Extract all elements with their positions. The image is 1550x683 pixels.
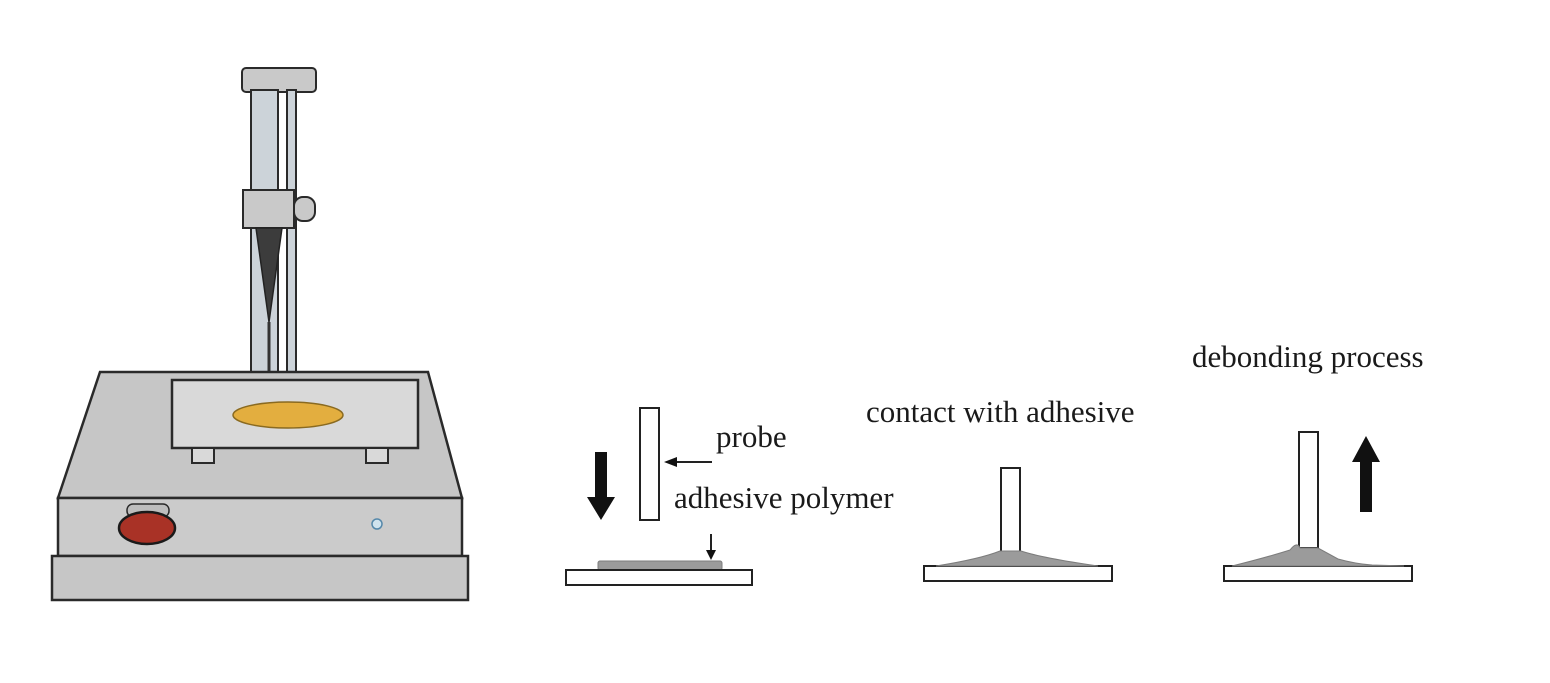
adhesive-fibril	[1231, 544, 1405, 567]
adhesive-layer	[597, 560, 723, 571]
left-arrow-icon	[664, 457, 677, 467]
column-cap	[241, 67, 317, 93]
clamp-knob	[293, 196, 316, 222]
approach-step: probe adhesive polymer	[565, 407, 894, 586]
indicator-light	[371, 518, 383, 530]
small-down-arrow-icon	[706, 550, 716, 560]
instrument-base-lower	[50, 554, 470, 602]
adhesive-sample	[232, 401, 344, 429]
adhesive-polymer-label: adhesive polymer	[674, 480, 894, 515]
stage-foot-left	[191, 447, 215, 464]
substrate	[565, 569, 753, 586]
contact-title: contact with adhesive	[866, 394, 1135, 429]
stage-foot-right	[365, 447, 389, 464]
probe-rect	[1298, 431, 1319, 549]
clamp	[242, 189, 295, 229]
substrate	[923, 565, 1113, 582]
guide-rod	[286, 89, 297, 383]
probe-needle	[255, 227, 283, 323]
probe-rect	[639, 407, 660, 521]
power-button	[117, 510, 177, 546]
up-arrow-icon	[1352, 436, 1380, 512]
contact-step: contact with adhesive	[866, 394, 1135, 582]
substrate	[1223, 565, 1413, 582]
down-arrow-icon	[587, 452, 615, 520]
adhesive-spread	[935, 550, 1099, 567]
debonding-step: debonding process	[1192, 339, 1424, 582]
debonding-title: debonding process	[1192, 339, 1424, 374]
probe-tack-instrument	[50, 67, 470, 602]
probe-label: probe	[716, 419, 787, 454]
